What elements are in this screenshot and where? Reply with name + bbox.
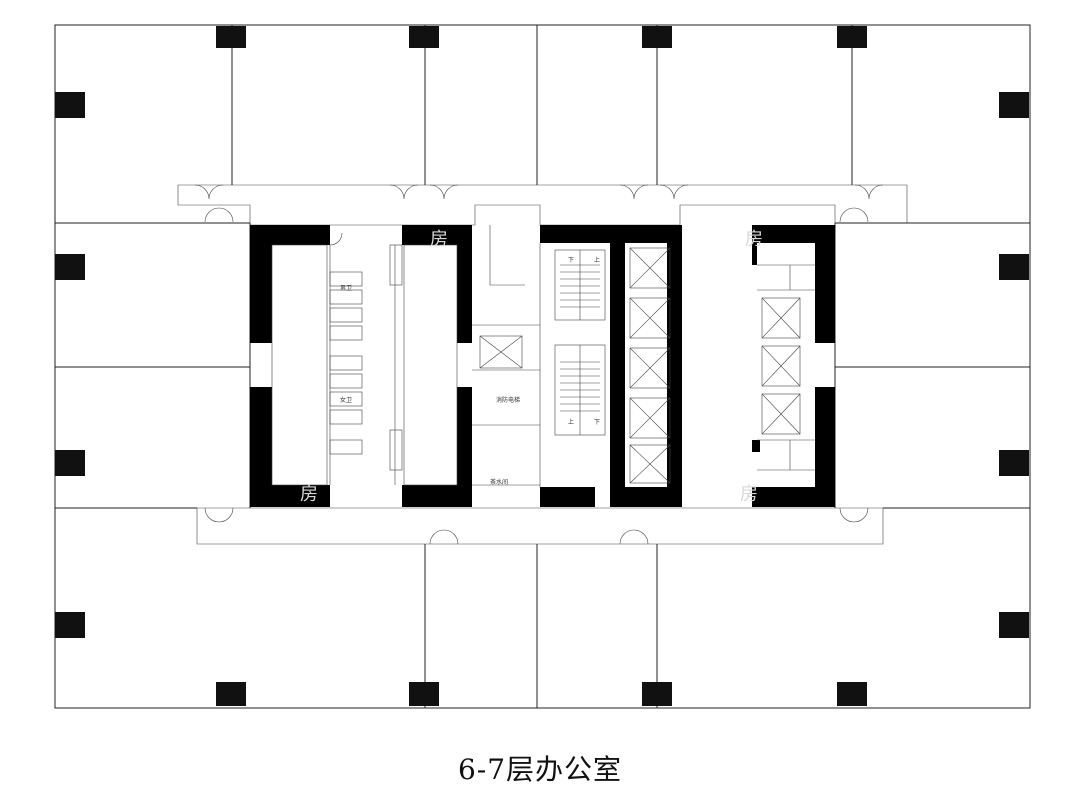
stair-up-label-1: 上 (594, 256, 600, 264)
stair-down-label-2: 下 (594, 419, 600, 426)
stairs (554, 249, 606, 436)
side-offices (55, 223, 1030, 509)
watermark-3: 房 (300, 484, 318, 505)
bottom-offices (424, 544, 658, 708)
doors (194, 184, 884, 545)
toilet-stalls (329, 244, 403, 471)
restroom-label-female: 女卫 (340, 396, 352, 404)
stair-down-label-1: 下 (568, 257, 574, 264)
structural-columns (55, 26, 1029, 706)
south-corridor (196, 507, 884, 545)
watermark-2: 房 (745, 229, 763, 250)
core-walls (250, 225, 835, 507)
stair-up-label-2: 上 (568, 418, 574, 426)
watermark-4: 房 (740, 484, 758, 505)
floor-plan-caption: 6-7层办公室 (457, 753, 623, 786)
floor-plan: 男卫 女卫 消防电梯 茶水间 下 上 上 下 房 房 房 房 (54, 24, 1031, 709)
water-room-label: 茶水间 (490, 478, 508, 486)
north-corridor (177, 184, 908, 226)
watermark-1: 房 (430, 229, 448, 250)
fire-elevator-label: 消防电梯 (496, 396, 520, 404)
restroom-label-male: 男卫 (340, 285, 352, 292)
elevators (479, 247, 801, 484)
top-offices (55, 25, 1030, 224)
